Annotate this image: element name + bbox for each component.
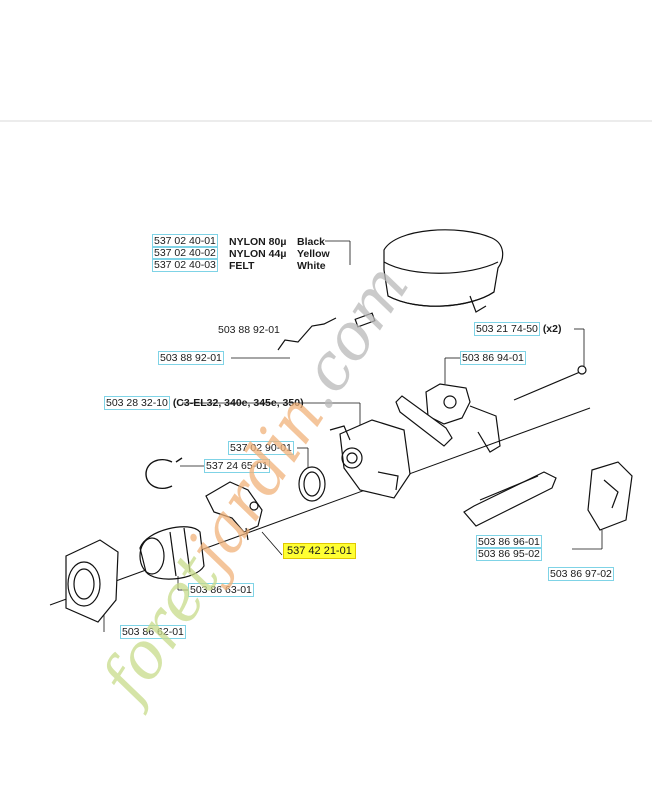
filter-felt-color: White xyxy=(297,260,326,272)
flange-label: 503 86 62-01 xyxy=(120,625,186,639)
part-number[interactable]: 537 02 40-01 xyxy=(152,234,218,248)
gasket-part xyxy=(298,466,326,502)
part-number[interactable]: 503 86 95-02 xyxy=(476,547,542,561)
clamp-label: 537 24 65-01 xyxy=(204,459,270,473)
clamp-part xyxy=(145,457,183,490)
filter-nylon44-label: 537 02 40-02 xyxy=(152,246,218,260)
leader xyxy=(261,531,283,556)
gasket-label: 537 02 90-01 xyxy=(228,441,294,455)
part-number[interactable]: 537 02 40-02 xyxy=(152,246,218,260)
wire-label-plain: 503 88 92-01 xyxy=(218,324,280,336)
part-number[interactable]: 503 28 32-10 xyxy=(104,396,170,410)
filter-nylon80-desc: NYLON 80µ xyxy=(229,236,287,248)
flange-part xyxy=(65,539,119,623)
part-number[interactable]: 537 02 40-03 xyxy=(152,258,218,272)
part-number[interactable]: 503 86 96-01 xyxy=(476,535,542,549)
part-number[interactable]: 537 02 90-01 xyxy=(228,441,294,455)
part-number[interactable]: 503 86 94-01 xyxy=(460,351,526,365)
bracket xyxy=(395,383,501,453)
lever-a-label: 503 86 96-01 xyxy=(476,535,542,549)
screw-label: 503 21 74-50 (x2) xyxy=(474,322,562,336)
part-number-highlighted[interactable]: 537 42 21-01 xyxy=(283,543,356,559)
screw xyxy=(513,365,587,401)
carburetor-label: 503 28 32-10 (C3-EL32, 340e, 345e, 350) xyxy=(104,396,304,410)
intake-boot-part xyxy=(139,526,205,580)
choke-wire xyxy=(277,312,376,351)
part-number[interactable]: 503 21 74-50 xyxy=(474,322,540,336)
intake-boot-label: 503 86 63-01 xyxy=(188,583,254,597)
part-number[interactable]: 503 88 92-01 xyxy=(158,351,224,365)
filter-nylon80-color: Black xyxy=(297,236,326,248)
filter-felt-label: 537 02 40-03 xyxy=(152,258,218,272)
filter-nylon44-color: Yellow xyxy=(297,248,330,260)
holder-label-highlighted: 537 42 21-01 xyxy=(283,543,356,559)
part-number[interactable]: 503 86 97-02 xyxy=(548,567,614,581)
screw-qty: (x2) xyxy=(542,323,562,335)
assembly-axis xyxy=(49,407,591,606)
lever-b-label: 503 86 95-02 xyxy=(476,547,542,561)
housing-part xyxy=(587,461,633,531)
levers-part xyxy=(463,471,557,527)
holder-part xyxy=(205,481,263,541)
part-number[interactable]: 503 86 62-01 xyxy=(120,625,186,639)
bracket-label: 503 86 94-01 xyxy=(460,351,526,365)
part-number[interactable]: 537 24 65-01 xyxy=(204,459,270,473)
filter-nylon80-label: 537 02 40-01 xyxy=(152,234,218,248)
air-filter xyxy=(383,229,504,313)
carburetor-part xyxy=(329,419,411,499)
part-number[interactable]: 503 86 63-01 xyxy=(188,583,254,597)
wire-label: 503 88 92-01 xyxy=(158,351,224,365)
filter-nylon44-desc: NYLON 44µ xyxy=(229,248,287,260)
carburetor-models: (C3-EL32, 340e, 345e, 350) xyxy=(172,397,304,409)
housing-label: 503 86 97-02 xyxy=(548,567,614,581)
filter-felt-desc: FELT xyxy=(229,260,255,272)
